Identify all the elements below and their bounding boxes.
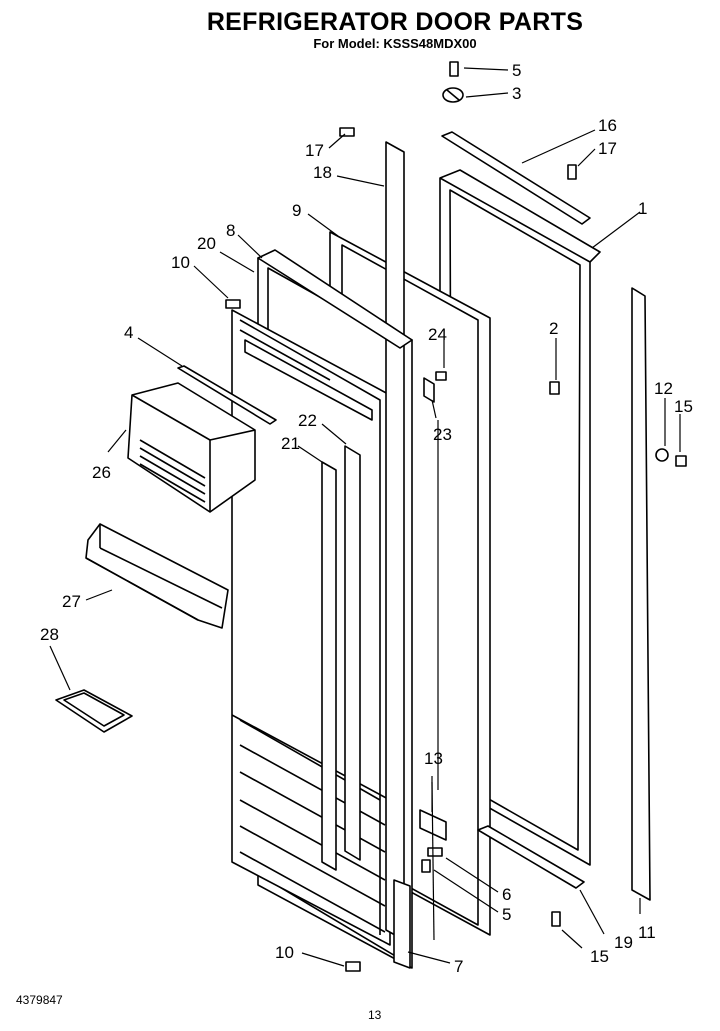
egg-tray	[55, 689, 133, 733]
callout-10-bottom: 10	[275, 943, 294, 962]
callout-6: 6	[502, 885, 511, 904]
door-bin	[85, 523, 229, 629]
side-trim	[631, 287, 651, 901]
callout-13: 13	[424, 749, 443, 768]
leader-lines	[49, 67, 681, 967]
callout-numbers: 5 3 16 17 17 18 1 9 8 20 10 4 24 2 12 15…	[40, 61, 693, 976]
callout-22: 22	[298, 411, 317, 430]
callout-24: 24	[428, 325, 447, 344]
callout-21: 21	[281, 434, 300, 453]
callout-3: 3	[512, 84, 521, 103]
callout-15-bottom: 15	[590, 947, 609, 966]
callout-28: 28	[40, 625, 59, 644]
callout-4: 4	[124, 323, 133, 342]
inner-liner	[231, 309, 391, 946]
callout-17-left: 17	[305, 141, 324, 160]
callout-19: 19	[614, 933, 633, 952]
page-number: 13	[368, 1008, 382, 1022]
callout-23: 23	[433, 425, 452, 444]
callout-15-right: 15	[674, 397, 693, 416]
document-number: 4379847	[16, 993, 63, 1007]
clip	[549, 381, 560, 395]
callout-16: 16	[598, 116, 617, 135]
model-subtitle: For Model: KSSS48MDX00	[313, 36, 477, 51]
callout-5: 5	[512, 61, 521, 80]
callout-1: 1	[638, 199, 647, 218]
page-title: REFRIGERATOR DOOR PARTS	[206, 8, 584, 36]
callout-11: 11	[638, 923, 656, 942]
callout-18: 18	[313, 163, 332, 182]
callout-27: 27	[62, 592, 81, 611]
bottom-rail	[477, 825, 585, 889]
top-trim	[441, 131, 591, 225]
callout-10-top: 10	[171, 253, 190, 272]
dairy-hinge-bar	[177, 365, 277, 425]
bracket	[423, 377, 435, 403]
side-rail	[385, 141, 405, 941]
screws	[225, 127, 687, 972]
dairy-compartment-door	[127, 382, 256, 513]
callout-12: 12	[654, 379, 673, 398]
callout-8: 8	[226, 221, 235, 240]
callout-2: 2	[549, 319, 558, 338]
callout-20: 20	[197, 234, 216, 253]
callout-26: 26	[92, 463, 111, 482]
callout-7: 7	[454, 957, 463, 976]
callout-17-right: 17	[598, 139, 617, 158]
callout-9: 9	[292, 201, 301, 220]
top-hinge	[442, 61, 464, 103]
gasket-top	[257, 249, 413, 349]
callout-5-bottom: 5	[502, 905, 511, 924]
breaker-strips	[321, 445, 361, 871]
gasket-bottom	[393, 879, 411, 969]
